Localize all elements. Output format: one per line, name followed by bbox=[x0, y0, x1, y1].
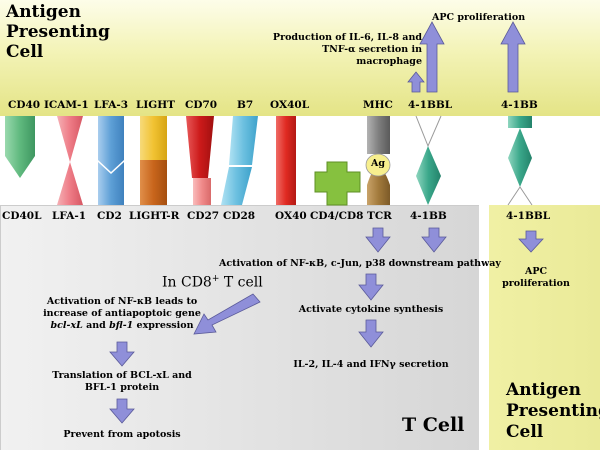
translation-line1: Translation of BCL-xL and bbox=[52, 370, 192, 381]
nfkb-line1: Activation of NF-κB leads to bbox=[46, 296, 198, 307]
cytokine-secretion: IL-2, IL-4 and IFNγ secretion bbox=[293, 359, 449, 370]
label-tcr: TCR bbox=[367, 210, 392, 222]
lfa1-molecule bbox=[57, 162, 83, 205]
up-arrow-apc-left-icon bbox=[419, 21, 445, 93]
up-arrow-apc-right-icon bbox=[500, 21, 526, 93]
cytokine-production-line1: Production of IL-6, IL-8 and bbox=[272, 32, 422, 43]
mhc-tcr-complex bbox=[365, 116, 391, 205]
apc-proliferation-top: APC proliferation bbox=[432, 12, 526, 23]
lfa3-molecule bbox=[98, 116, 124, 172]
cd4cd8-molecule bbox=[314, 161, 361, 206]
label-41bbl-tcell: 4-1BBL bbox=[506, 210, 551, 222]
label-icam1: ICAM-1 bbox=[44, 99, 89, 111]
label-cd70: CD70 bbox=[185, 99, 218, 111]
label-cd40: CD40 bbox=[8, 99, 41, 111]
pathway-activation: Activation of NF-κB, c-Jun, p38 downstre… bbox=[219, 258, 501, 269]
cd28-molecule bbox=[221, 167, 252, 205]
cd8-tcell-note: In CD8+ T cell bbox=[162, 274, 263, 291]
light-lightr-pair bbox=[140, 116, 167, 205]
cd40-cd40l-pair bbox=[5, 116, 35, 178]
mhc-molecule bbox=[367, 116, 390, 154]
label-antigen: Ag bbox=[371, 158, 386, 169]
41bb-41bbl-pair bbox=[507, 116, 533, 206]
label-lightr: LIGHT-R bbox=[129, 210, 180, 222]
cytokine-production-line2: TNF-α secretion in bbox=[322, 44, 422, 55]
cytokine-synthesis: Activate cytokine synthesis bbox=[298, 304, 444, 315]
41bb-molecule bbox=[416, 146, 441, 205]
down-arrow-tcr-icon bbox=[365, 227, 391, 253]
down-arrow-pathway-icon bbox=[358, 273, 384, 301]
apc-right-prolif-line1: APC bbox=[524, 266, 548, 277]
label-light: LIGHT bbox=[136, 99, 175, 111]
cd40-tip bbox=[5, 156, 35, 178]
cd27-molecule bbox=[193, 178, 211, 205]
label-cd40l: CD40L bbox=[2, 210, 42, 222]
41bbl-tcell-outline bbox=[507, 186, 533, 206]
apc-right-prolif-line2: proliferation bbox=[502, 278, 570, 289]
label-cd28: CD28 bbox=[223, 210, 256, 222]
light-molecule bbox=[140, 116, 167, 160]
apc-right-title-line1: Antigen bbox=[506, 380, 581, 400]
nfkb-line2: increase of antiapoptoic gene bbox=[43, 308, 201, 319]
apc-right-region bbox=[489, 205, 600, 450]
apc-top-title-line3: Cell bbox=[6, 42, 44, 62]
label-mhc: MHC bbox=[363, 99, 393, 111]
lightr-molecule bbox=[140, 160, 167, 205]
41bb-apc-stem bbox=[508, 116, 532, 128]
ox40l-ox40-molecule bbox=[276, 116, 296, 205]
apc-top-title-line1: Antigen bbox=[6, 2, 81, 22]
translation-line2: BFL-1 protein bbox=[84, 382, 160, 393]
b7-molecule bbox=[229, 116, 258, 165]
down-arrow-apc-right-icon bbox=[518, 230, 544, 253]
cd40-molecule bbox=[5, 116, 35, 156]
label-lfa3: LFA-3 bbox=[94, 99, 129, 111]
ox40l-ox40-pair bbox=[276, 116, 296, 205]
label-cd4cd8: CD4/CD8 bbox=[310, 210, 364, 222]
label-lfa1: LFA-1 bbox=[52, 210, 87, 222]
tcr-molecule bbox=[367, 167, 390, 205]
cd70-cd27-pair bbox=[186, 116, 214, 205]
cytokine-production-line3: macrophage bbox=[356, 56, 422, 67]
label-cd2: CD2 bbox=[97, 210, 122, 222]
41bbl-outline bbox=[415, 115, 442, 148]
prevent-apoptosis: Prevent from apotosis bbox=[63, 429, 181, 440]
nfkb-line3: bcl-xL and bfl-1 expression bbox=[50, 320, 194, 331]
41bb-apc-molecule bbox=[508, 128, 532, 187]
b7-cd28-pair bbox=[221, 116, 258, 205]
apc-right-title-line3: Cell bbox=[506, 422, 544, 442]
apc-top-title-line2: Presenting bbox=[6, 22, 110, 42]
label-b7: B7 bbox=[237, 99, 254, 111]
apc-right-title-line2: Presenting bbox=[506, 401, 600, 421]
apc-top-region bbox=[0, 0, 600, 116]
icam1-molecule bbox=[57, 116, 83, 162]
label-41bb-tcell: 4-1BB bbox=[410, 210, 447, 222]
label-ox40: OX40 bbox=[275, 210, 307, 222]
cd70-molecule bbox=[186, 116, 214, 178]
cd2-molecule bbox=[98, 162, 124, 205]
down-arrow-synthesis-icon bbox=[358, 319, 384, 348]
label-ox40l: OX40L bbox=[270, 99, 310, 111]
down-arrow-translation-icon bbox=[109, 398, 135, 424]
label-cd27: CD27 bbox=[187, 210, 220, 222]
icam1-lfa1-pair bbox=[57, 116, 83, 205]
diagonal-arrow-cd8-icon bbox=[193, 293, 261, 335]
tcell-region bbox=[0, 205, 479, 450]
tcell-title: T Cell bbox=[402, 414, 465, 436]
lfa3-cd2-pair bbox=[98, 116, 124, 205]
up-arrow-cytokine-icon bbox=[407, 71, 425, 93]
label-41bb-apc: 4-1BB bbox=[501, 99, 538, 111]
antigen-blob bbox=[365, 153, 391, 177]
41bbl-41bb-pair bbox=[415, 115, 442, 205]
down-arrow-41bb-icon bbox=[421, 227, 447, 253]
label-41bbl: 4-1BBL bbox=[408, 99, 453, 111]
down-arrow-nfkb-icon bbox=[109, 341, 135, 367]
